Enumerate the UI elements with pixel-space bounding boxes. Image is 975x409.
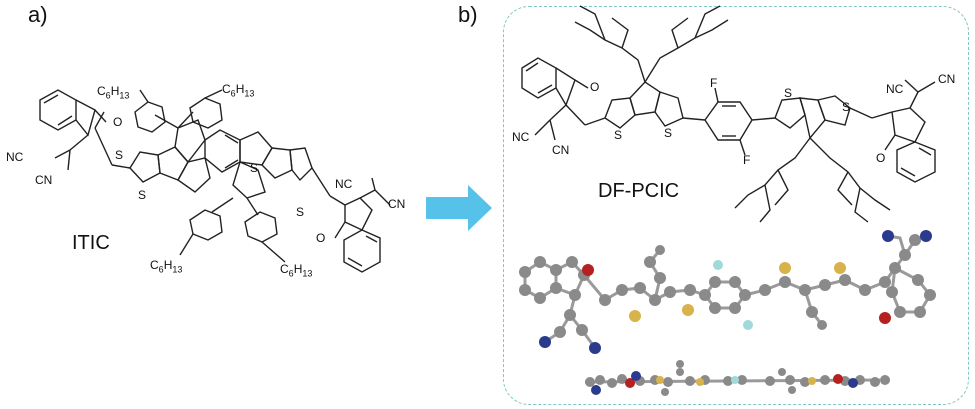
itic-cp-left — [174, 119, 206, 164]
itic-hexyl-2: C6H13 — [222, 82, 255, 99]
itic-nc-right: NC — [335, 177, 353, 191]
itic-o-left: O — [113, 115, 123, 129]
itic-thiophene-6 — [289, 147, 313, 182]
itic-hexyl-3: C6H13 — [150, 258, 183, 275]
carbon-atoms — [519, 234, 936, 338]
df-nc-left: NC — [512, 130, 530, 144]
itic-cn-left: CN — [35, 173, 53, 187]
itic-hexyl-4: C6H13 — [280, 262, 313, 279]
df-thiophene-4 — [817, 95, 851, 126]
df-s-2: S — [664, 126, 673, 140]
panel-a-label: a) — [28, 2, 48, 27]
itic-benzene-right — [343, 229, 381, 273]
side-view-model — [584, 360, 890, 396]
df-o-left: O — [590, 80, 600, 94]
itic-cn-right: CN — [388, 197, 406, 211]
itic-s-2: S — [138, 188, 147, 202]
df-pcic-frame — [503, 6, 969, 405]
df-f-bottom: F — [743, 153, 751, 167]
itic-thiophene-3 — [177, 157, 211, 193]
df-f-top: F — [710, 76, 718, 90]
itic-cp-right — [232, 161, 266, 199]
itic-nc-left: NC — [6, 150, 24, 164]
df-benzene-right — [896, 141, 936, 183]
itic-name: ITIC — [72, 232, 110, 254]
df-cp-2 — [799, 97, 826, 140]
df-pcic-name: DF-PCIC — [598, 180, 680, 202]
itic-aryl-4 — [244, 211, 278, 243]
itic-hexyl-1: C6H13 — [97, 84, 130, 101]
itic-s-1: S — [115, 148, 124, 162]
df-thiophene-2 — [654, 91, 684, 127]
df-nc-right: NC — [886, 82, 904, 96]
df-cn-left: CN — [552, 143, 570, 157]
df-s-4: S — [842, 100, 851, 114]
panel-b-label: b) — [458, 2, 478, 27]
df-s-1: S — [614, 128, 623, 142]
itic-thiophene-5 — [261, 147, 293, 179]
df-cn-right: CN — [938, 72, 956, 86]
itic-o-right: O — [316, 231, 326, 245]
df-s-3: S — [784, 86, 793, 100]
itic-s-4: S — [296, 205, 305, 219]
df-o-right: O — [876, 151, 886, 165]
heteroatoms — [539, 230, 932, 354]
top-view-model — [519, 230, 936, 354]
itic-s-3: S — [250, 161, 259, 175]
